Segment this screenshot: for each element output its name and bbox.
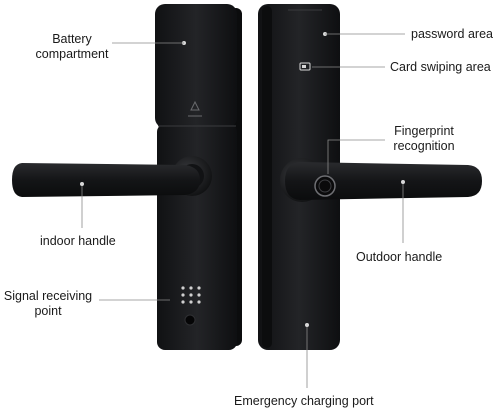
outdoor-handle-label: Outdoor handle bbox=[356, 250, 443, 264]
battery-label: Battery compartment bbox=[26, 32, 118, 62]
leader-lines bbox=[81, 33, 405, 388]
battery-cover bbox=[155, 4, 237, 128]
leader-fingerprint bbox=[327, 139, 385, 174]
outdoor-handle-lever bbox=[285, 162, 482, 200]
signal-label-line2: point bbox=[34, 304, 62, 318]
indoor-lower-knob bbox=[184, 314, 196, 326]
signal-label: Signal receiving point bbox=[0, 289, 96, 319]
battery-label-line1: Battery bbox=[52, 32, 92, 46]
card-swipe-icon bbox=[299, 62, 311, 71]
indoor-handle-label: indoor handle bbox=[40, 234, 116, 248]
signal-label-line1: Signal receiving bbox=[3, 289, 93, 303]
charging-port-label: Emergency charging port bbox=[234, 394, 374, 408]
password-area-label: password area bbox=[411, 27, 493, 41]
outdoor-lock bbox=[258, 4, 482, 350]
signal-receiver-grid bbox=[181, 286, 201, 304]
outdoor-handle-dot bbox=[401, 180, 405, 184]
fingerprint-sensor bbox=[314, 175, 336, 197]
fingerprint-label-line1: Fingerprint bbox=[394, 124, 454, 138]
indoor-handle-dot bbox=[80, 182, 84, 186]
indoor-handle-lever bbox=[12, 163, 200, 197]
charging-port-dot bbox=[305, 323, 309, 327]
card-area-label: Card swiping area bbox=[390, 60, 491, 74]
battery-label-line2: compartment bbox=[35, 47, 109, 61]
fingerprint-label: Fingerprint recognition bbox=[386, 124, 462, 154]
fingerprint-label-line2: recognition bbox=[393, 139, 455, 153]
indoor-lock bbox=[12, 4, 242, 350]
